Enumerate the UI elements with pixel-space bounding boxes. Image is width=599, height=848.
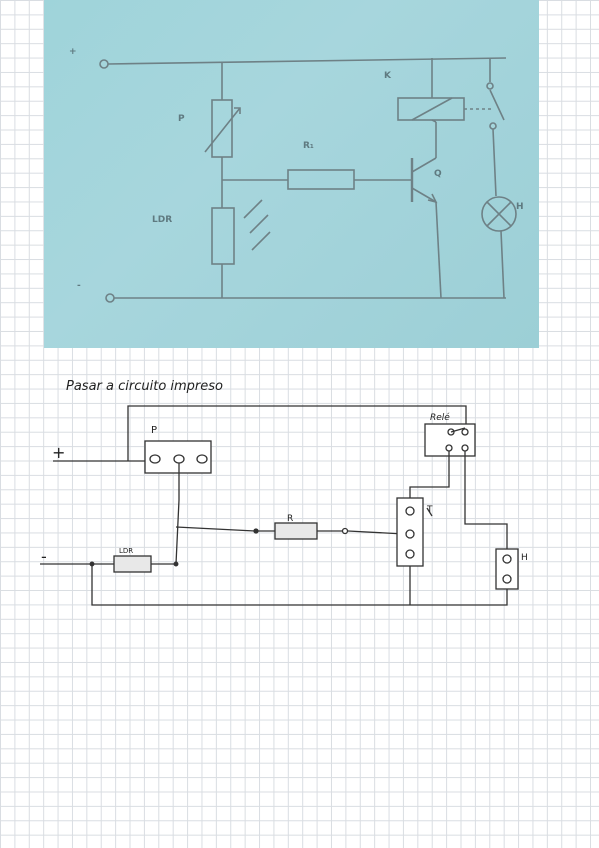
sketch-transistor-label: T: [426, 505, 433, 515]
photo-plus-label: +: [69, 47, 77, 57]
sketch-relay-label: Relé: [430, 412, 450, 423]
plus-terminal: [99, 59, 109, 69]
sketch-potentiometer-label: P: [151, 425, 157, 436]
sketch-resistor-label: R: [287, 514, 293, 524]
photo-minus-label: -: [77, 281, 81, 291]
light-arrow: [243, 199, 263, 219]
sketch-minus-label: -: [41, 547, 47, 566]
trace: [347, 530, 405, 535]
minus-terminal: [105, 293, 115, 303]
ldr: [211, 207, 235, 265]
top-rail: [107, 57, 507, 65]
photo-relay-label: K: [384, 71, 392, 81]
relay-contact: [486, 82, 494, 90]
sketch-ldr-label: LDR: [119, 547, 133, 555]
photo-ldr-label: LDR: [152, 215, 172, 225]
sketch-resistor: [274, 522, 318, 540]
light-arrow: [251, 231, 271, 251]
trace: [464, 451, 508, 549]
trace: [91, 564, 508, 606]
schematic-drawing: + - P R₁ K Q LDR H: [69, 47, 524, 303]
sketch-plus-label: +: [52, 443, 65, 462]
sketch-title: Pasar a circuito impreso: [66, 379, 223, 394]
trace: [175, 463, 180, 565]
schematic-photo: + - P R₁ K Q LDR H: [44, 0, 539, 348]
trace: [175, 526, 256, 532]
photo-potentiometer-label: P: [178, 114, 185, 124]
photo-transistor-label: Q: [434, 169, 442, 179]
lamp: [481, 196, 517, 232]
sketch-potentiometer: [144, 440, 212, 474]
sketch-transistor: [396, 497, 424, 567]
photo-lamp-label: H: [516, 202, 524, 212]
relay-switch: [489, 89, 505, 121]
light-arrow: [249, 214, 269, 234]
sketch-lamp-label: H: [521, 553, 528, 563]
trace: [127, 405, 467, 461]
trace: [409, 451, 450, 498]
sketch-ldr: [113, 555, 152, 573]
photo-resistor-label: R₁: [303, 141, 314, 151]
